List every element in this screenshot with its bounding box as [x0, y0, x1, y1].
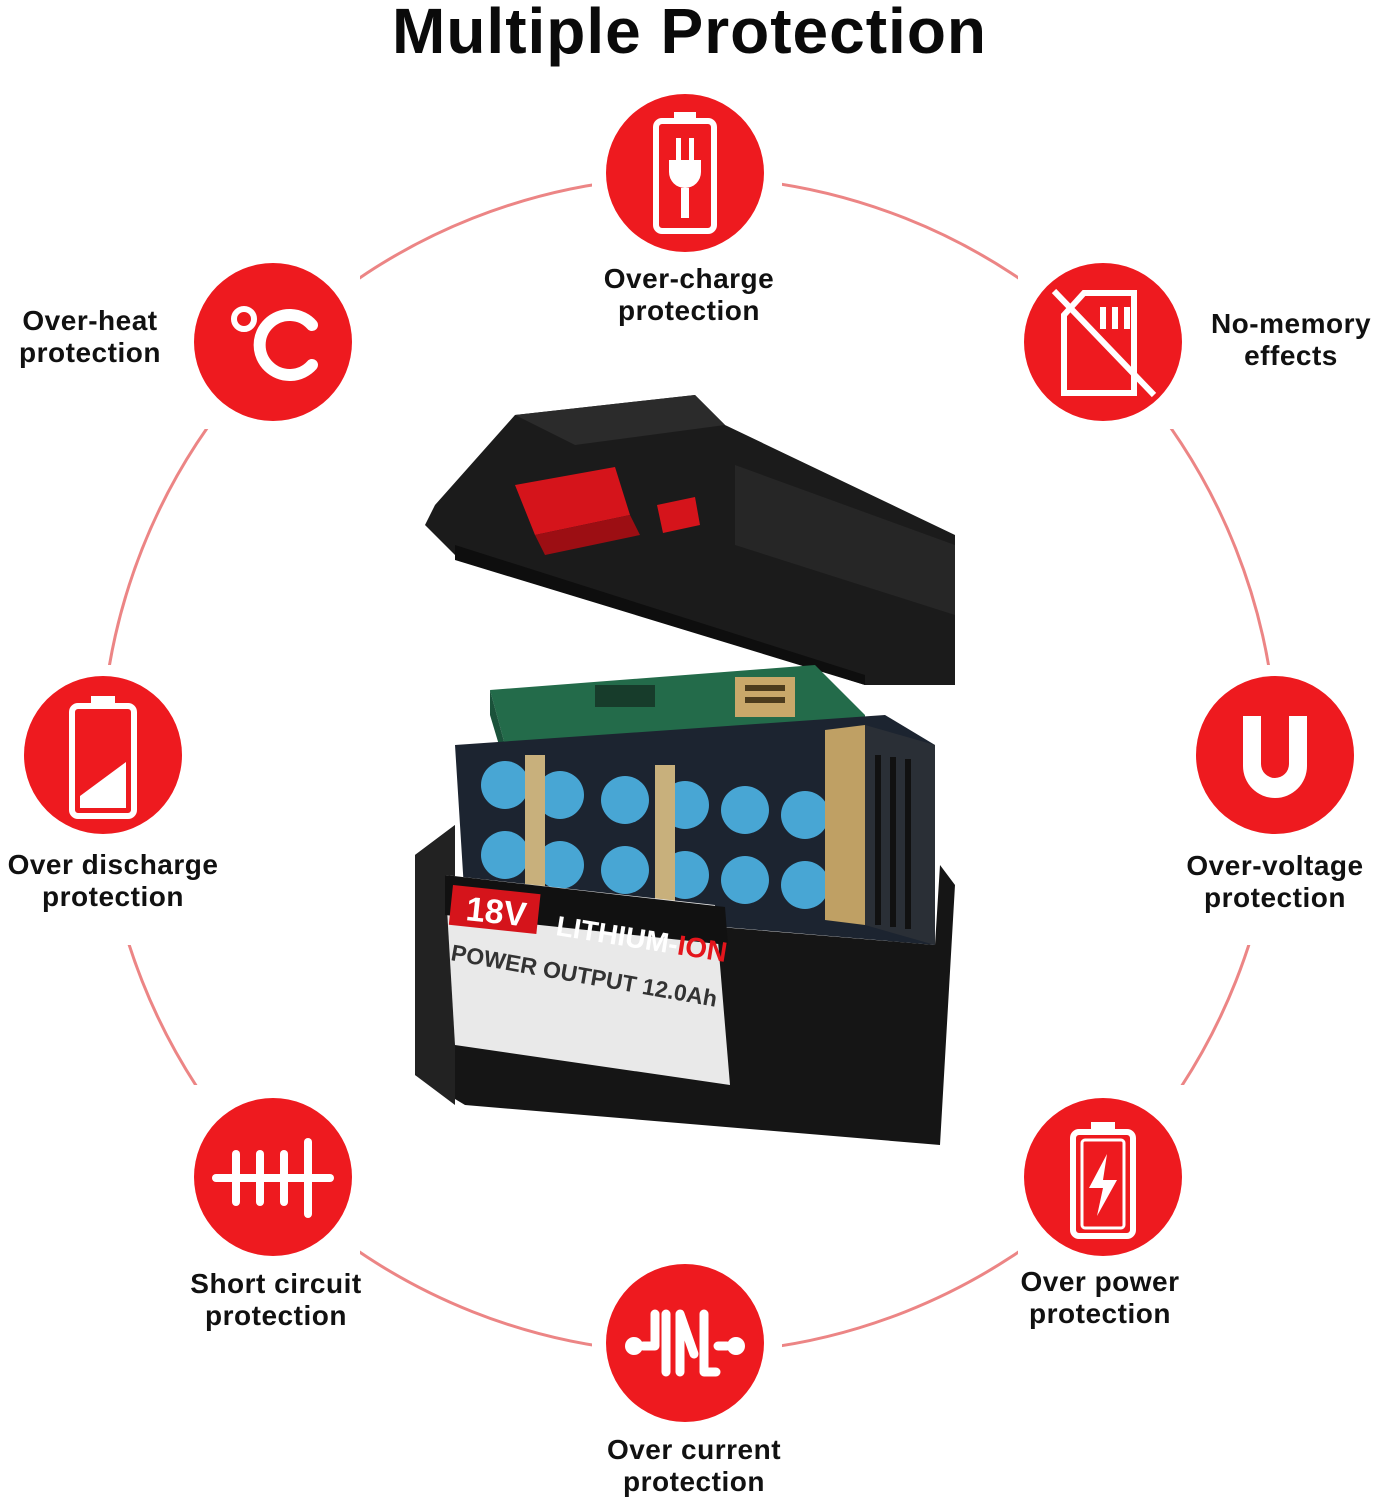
- feature-short-circuit: [188, 1092, 358, 1262]
- battery-low-icon: [69, 696, 137, 819]
- battery-plug-icon: [653, 112, 717, 234]
- voltage-u-icon: [1243, 716, 1307, 798]
- feature-over-power: [1018, 1092, 1188, 1262]
- current-wave-icon: [625, 1309, 745, 1377]
- battery-voltage-label: 18V: [464, 890, 528, 934]
- feature-over-current: [600, 1258, 770, 1428]
- feature-over-discharge: [18, 670, 188, 840]
- page-title: Multiple Protection: [392, 0, 987, 67]
- feature-no-memory: [1018, 257, 1188, 427]
- no-memory-icon: [1051, 288, 1157, 398]
- feature-over-charge: [600, 88, 770, 258]
- battery-cells: [455, 715, 935, 945]
- celsius-icon: [231, 306, 318, 381]
- battery-bolt-icon: [1070, 1122, 1136, 1239]
- battery-pack-illustration: 18V LITHIUM-ION POWER OUTPUT 12.0Ah: [415, 395, 955, 1145]
- feature-over-voltage: [1190, 670, 1360, 840]
- short-circuit-icon: [212, 1138, 334, 1218]
- battery-base-housing: [415, 825, 955, 1145]
- battery-top-cover: [425, 395, 955, 685]
- feature-over-heat: [188, 257, 358, 427]
